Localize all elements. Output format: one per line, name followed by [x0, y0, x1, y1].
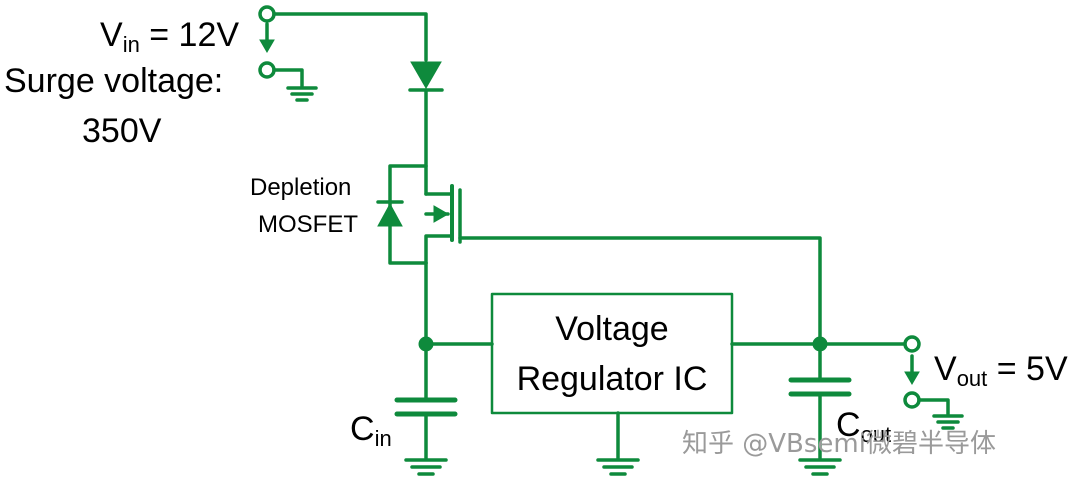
vin-arrow-icon: [259, 22, 275, 53]
cin-capacitor-icon: [394, 342, 458, 476]
vout-terminal: [903, 335, 921, 353]
watermark: 知乎 @VBsemi微碧半导体: [682, 429, 996, 459]
mosfet-label-line1: Depletion: [250, 174, 351, 201]
gnd-terminal-in: [258, 61, 276, 79]
mosfet-icon: [376, 164, 822, 346]
vout-arrow-icon: [904, 354, 920, 385]
surge-label-line2: 350V: [82, 112, 162, 150]
ic-label-line2: Regulator IC: [517, 360, 708, 398]
surge-label-line1: Surge voltage:: [4, 62, 223, 100]
ground-out-icon: [917, 398, 964, 430]
mosfet-label-line2: MOSFET: [258, 211, 358, 238]
ic-ground-icon: [596, 411, 640, 476]
vin-label: Vin = 12V: [100, 16, 239, 57]
cout-capacitor-icon: [788, 342, 852, 476]
gnd-terminal-out: [903, 391, 921, 409]
input-wire: [272, 12, 428, 62]
vout-label: Vout = 5V: [934, 350, 1068, 391]
regulator-ic-box: [490, 292, 734, 415]
ic-label-line1: Voltage: [555, 310, 668, 348]
cout-label: Cout: [836, 406, 891, 447]
cin-label: Cin: [350, 410, 392, 451]
vin-terminal: [258, 5, 276, 23]
ground-icon: [272, 68, 318, 102]
diode-icon: [408, 61, 444, 196]
